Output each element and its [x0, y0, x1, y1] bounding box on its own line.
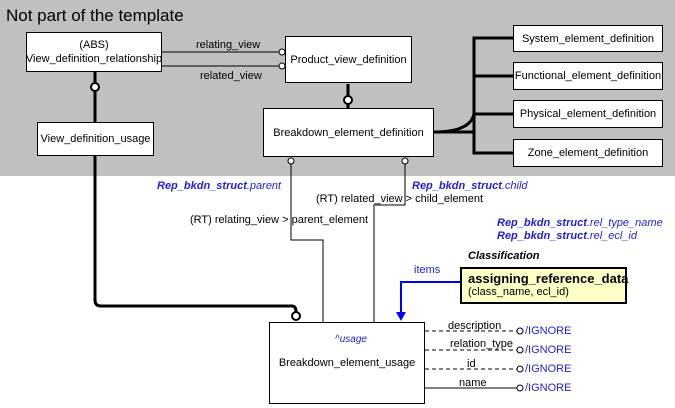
- attr-relation-type-target[interactable]: /IGNORE: [525, 344, 572, 356]
- ref-rel-ecl-id: Rep_bkdn_struct.rel_ecl_id: [497, 230, 637, 242]
- child-element-line: [373, 164, 406, 322]
- vdu-beu-end: [291, 311, 301, 321]
- phy-label: Physical_element_definition: [519, 108, 657, 120]
- system-element-definition-box[interactable]: System_element_definition: [513, 25, 663, 52]
- assigning-reference-data-box[interactable]: assigning_reference_data (class_name, ec…: [460, 267, 629, 304]
- breakdown-element-definition-box[interactable]: Breakdown_element_definition: [263, 108, 434, 157]
- breakdown-element-usage-box[interactable]: Breakdown_element_usage: [269, 322, 425, 404]
- items-label: items: [414, 264, 441, 276]
- vdr-name-label: View_definition_relationship: [25, 53, 163, 65]
- attr-description-target[interactable]: /IGNORE: [525, 325, 572, 337]
- vdu-label: View_definition_usage: [40, 133, 151, 145]
- items-arrow-head: [396, 312, 406, 321]
- vdr-abs-label: (ABS): [79, 39, 109, 51]
- relating-view-label: relating_view: [196, 39, 261, 51]
- ref-child: Rep_bkdn_struct.child: [412, 180, 528, 192]
- attr-name-label: name: [459, 377, 487, 389]
- related-view-label: related_view: [200, 70, 262, 82]
- pvd-label: Product_view_definition: [290, 53, 407, 66]
- parent-end-circle: [287, 157, 295, 165]
- bed-label: Breakdown_element_definition: [273, 126, 424, 139]
- view-definition-usage-box[interactable]: View_definition_usage: [37, 122, 154, 156]
- classification-label: Classification: [468, 250, 540, 262]
- subtype-branch-system: [434, 36, 513, 134]
- fun-label: Functional_element_definition: [514, 70, 662, 82]
- vdu-beu-line: [93, 155, 298, 313]
- product-view-definition-box[interactable]: Product_view_definition: [285, 36, 412, 83]
- attr-id-target[interactable]: /IGNORE: [525, 363, 572, 375]
- sys-label: System_element_definition: [521, 32, 655, 45]
- child-end-circle: [401, 157, 409, 165]
- rt-relating-view-label: (RT) relating_view > parent_element: [190, 214, 369, 226]
- attr-id-label: id: [467, 358, 476, 370]
- ref-rel-type-name: Rep_bkdn_struct.rel_type_name: [497, 217, 663, 229]
- view-definition-relationship-box[interactable]: (ABS) View_definition_relationship: [26, 32, 162, 72]
- parent-element-line: [290, 164, 324, 322]
- ard-attributes: (class_name, ecl_id): [468, 286, 569, 298]
- pvd-bed-end: [343, 95, 353, 105]
- attr-description-label: description: [448, 320, 502, 332]
- functional-element-definition-box[interactable]: Functional_element_definition: [513, 62, 663, 90]
- region-title: Not part of the template: [6, 6, 184, 25]
- subtype-branch-zone: [472, 132, 513, 155]
- attr-relation-type-label: relation_type: [450, 338, 513, 350]
- physical-element-definition-box[interactable]: Physical_element_definition: [513, 100, 663, 128]
- beu-label: Breakdown_element_usage: [278, 357, 416, 369]
- attr-name-target[interactable]: /IGNORE: [525, 382, 572, 394]
- ref-parent: Rep_bkdn_struct.parent: [157, 180, 282, 192]
- rt-related-view-label: (RT) related_view > child_element: [316, 193, 484, 205]
- zone-element-definition-box[interactable]: Zone_element_definition: [513, 139, 663, 167]
- zon-label: Zone_element_definition: [527, 147, 649, 159]
- vdr-vdu-end: [90, 82, 100, 92]
- usage-tag: ^usage: [335, 334, 367, 345]
- ard-title: assigning_reference_data: [468, 271, 629, 286]
- items-arrow-line: [400, 281, 460, 314]
